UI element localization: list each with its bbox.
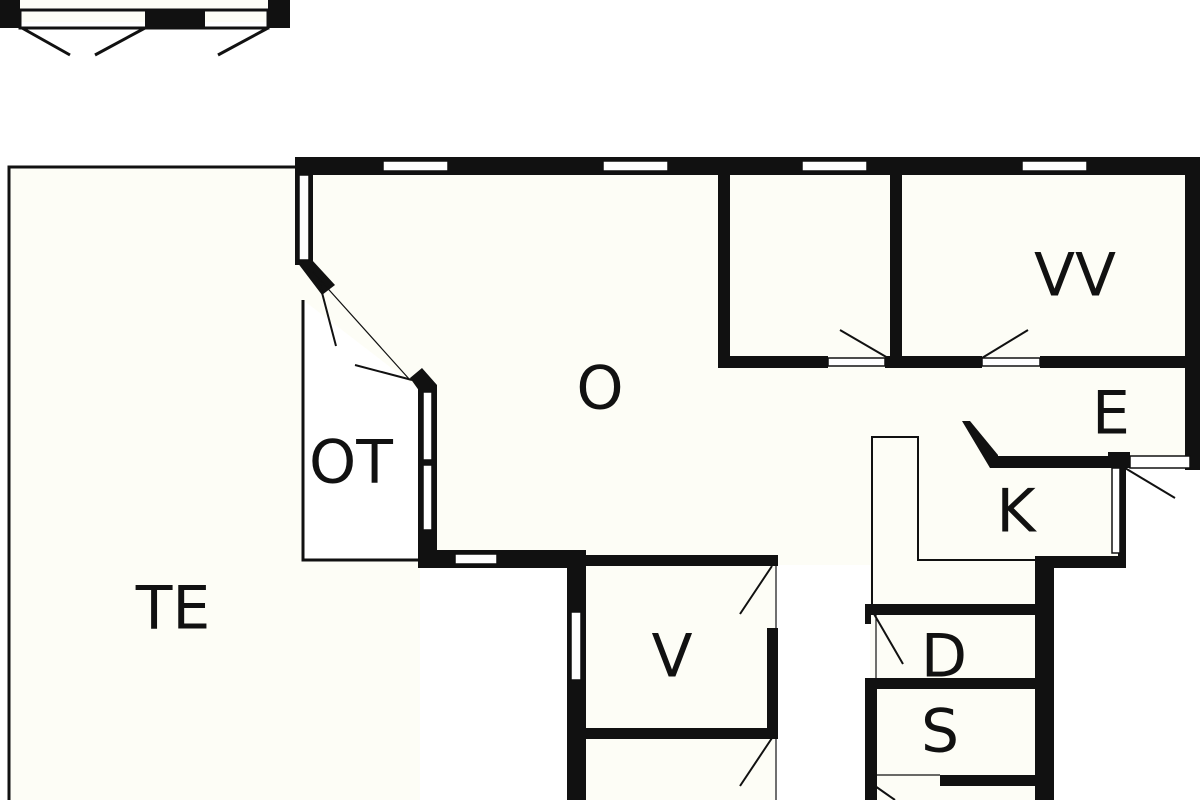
window-o-bottom [454,553,498,565]
room-label-k: K [996,477,1037,547]
door-leaf-v-2 [739,737,773,787]
window-top-3 [801,160,868,172]
window-ot-1 [422,391,433,461]
wall-vv-bottom-1 [718,356,828,368]
room-label-e: E [1092,379,1130,449]
room-label-v: V [651,622,692,692]
wall-v-right [767,628,778,738]
terrace-extension-floor [297,167,420,800]
room-label-ot: OT [309,428,393,498]
wall-o-bottom [418,550,586,568]
door-leaf-ot-2 [354,364,413,381]
wall-right [1185,157,1200,470]
door-leaf-vv-2 [981,329,1029,359]
door-jamb-lower [410,368,437,392]
room-label-d: D [921,622,967,692]
wall-v-top [578,555,778,566]
door-leaf-s [874,785,896,800]
door-leaf-v-1 [739,565,773,615]
room-label-te: TE [135,574,211,644]
wall-vv-bottom-2 [885,356,982,368]
wall-d-left-stub [865,604,871,624]
window-top-2 [602,160,669,172]
window-ot-2 [422,464,433,531]
room-label-o: O [576,354,623,424]
wall-k-right [1118,468,1126,568]
terrace-floor [10,167,297,800]
window-vv-door-2 [981,357,1041,367]
door-leaf-d [873,613,904,665]
wall-s-bottom [940,775,1045,786]
thin-lines [312,271,1176,800]
floor-areas [10,0,1195,800]
wall-v-bottom [578,728,778,739]
window-v-left-1 [570,611,582,681]
window-top-1 [382,160,449,172]
wall-k-bottom [1035,556,1126,568]
room-vv-floor [725,175,1195,360]
window-k-right [1111,467,1121,554]
wall-vv-bottom-3 [1040,356,1200,368]
terrace-outline [7,165,420,800]
wall-top [295,157,1200,175]
door-leaf-vv-1 [839,329,889,359]
room-labels: TE OT O VV E K V D S [135,241,1130,767]
window-top-4 [1021,160,1088,172]
window-left-1 [298,174,310,261]
kitchen-counter [871,436,1035,608]
top-fragment [0,0,290,57]
wall-k-right-post [1108,452,1130,468]
wall-ds-middle [870,678,1045,689]
wall-k-top [990,456,1115,468]
room-label-s: S [921,697,959,767]
wall-vv-middle [890,170,902,368]
windows [298,160,1191,681]
door-swing-ot [312,271,411,381]
door-leaf-e [1124,467,1176,499]
window-vv-door-1 [827,357,886,367]
k-angled-wall [962,421,998,468]
window-e-door [1129,455,1191,469]
door-leaf-ot-1 [319,284,337,347]
wall-ds-left [865,678,877,800]
wall-d-top [865,604,1045,615]
room-label-vv: VV [1034,241,1116,311]
wall-vv-left [718,170,730,368]
